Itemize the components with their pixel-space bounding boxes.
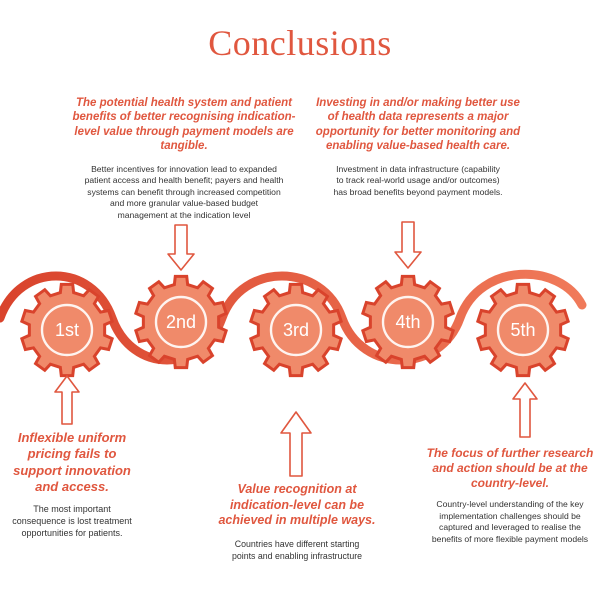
- arrow-down-2nd: [167, 224, 195, 271]
- gear-inner-ring: [154, 295, 208, 349]
- gear-icon: [19, 282, 115, 378]
- arrow-up-1st: [54, 375, 80, 425]
- point-second: The potential health system and patient …: [68, 96, 300, 221]
- point-first-heading: Inflexible uniform pricing fails to supp…: [13, 430, 131, 494]
- arrow-up-5th: [512, 382, 538, 438]
- gear-icon: [475, 282, 571, 378]
- point-third: Value recognition at indication-level ca…: [208, 482, 386, 563]
- wave-ribbon: [0, 269, 587, 365]
- gear-label: 4th: [395, 312, 420, 332]
- gear-label: 2nd: [166, 312, 196, 332]
- gear-label: 3rd: [283, 320, 309, 340]
- point-third-body: Countries have different starting points…: [231, 538, 363, 561]
- gear-3: 3rd: [248, 282, 344, 378]
- gear-icon: [360, 274, 456, 370]
- point-fifth-body: Country-level understanding of the key i…: [431, 499, 589, 544]
- point-fifth: The focus of further research and action…: [420, 446, 600, 545]
- gear-2: 2nd: [133, 274, 229, 370]
- arrow-down-4th: [394, 221, 422, 269]
- point-fourth-body: Investment in data infrastructure (capab…: [333, 163, 503, 197]
- point-fifth-heading: The focus of further research and action…: [426, 446, 594, 490]
- gear-inner-ring: [496, 303, 550, 357]
- gear-inner-ring: [381, 295, 435, 349]
- page-title: Conclusions: [208, 23, 392, 63]
- point-first-body: The most important consequence is lost t…: [12, 504, 132, 539]
- gear-5: 5th: [475, 282, 571, 378]
- gear-inner-ring: [40, 303, 94, 357]
- point-second-body: Better incentives for innovation lead to…: [84, 163, 284, 220]
- gear-icon: [248, 282, 344, 378]
- point-third-heading: Value recognition at indication-level ca…: [218, 482, 376, 528]
- point-second-heading: The potential health system and patient …: [72, 97, 296, 153]
- gear-inner-ring: [269, 303, 323, 357]
- point-fourth-heading: Investing in and/or making better use of…: [315, 97, 521, 153]
- point-fourth: Investing in and/or making better use of…: [312, 96, 524, 198]
- gear-4: 4th: [360, 274, 456, 370]
- point-first: Inflexible uniform pricing fails to supp…: [8, 430, 136, 539]
- arrow-up-3rd: [280, 411, 312, 477]
- gear-1: 1st: [19, 282, 115, 378]
- gear-label: 5th: [510, 320, 535, 340]
- gear-icon: [133, 274, 229, 370]
- gear-label: 1st: [55, 320, 79, 340]
